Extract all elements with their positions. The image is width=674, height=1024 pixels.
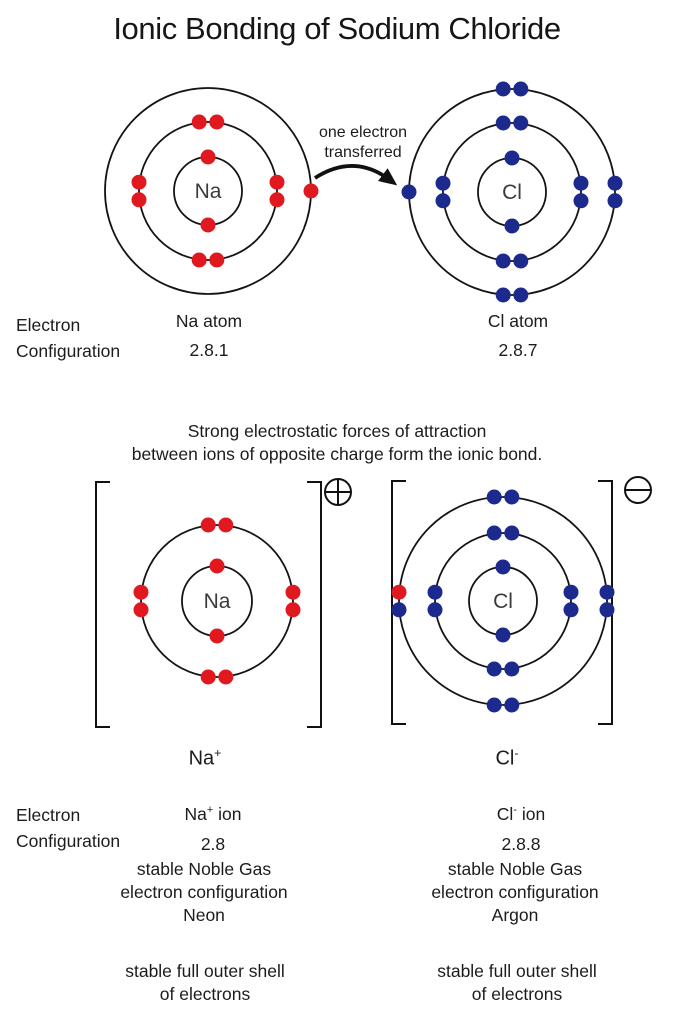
na-ion-caption: Na+ ion xyxy=(184,803,242,824)
na-ion-label-charge: + xyxy=(214,746,222,760)
na-stable-shell-note: stable full outer shell of electrons xyxy=(125,961,285,1004)
minus-charge-icon xyxy=(624,476,652,504)
transfer-note-line1: one electron xyxy=(318,124,408,141)
cl-noble-gas-note: stable Noble Gas electron configuration … xyxy=(431,859,599,925)
transfer-note: one electron transferred xyxy=(293,123,433,163)
cl-atom-diagram: Cl xyxy=(401,81,623,303)
na-noble-gas-note: stable Noble Gas electron configuration … xyxy=(120,859,288,925)
cl-stable-shell-note: stable full outer shell of electrons xyxy=(437,961,597,1004)
config-label-line1: Electron xyxy=(16,805,81,825)
na-ion-label: Na+ xyxy=(105,746,305,771)
svg-text:Na: Na xyxy=(204,590,231,613)
svg-text:Na: Na xyxy=(195,180,222,203)
bond-description-line1: Strong electrostatic forces of attractio… xyxy=(187,421,487,441)
na-ion-config: 2.8 xyxy=(200,834,226,854)
cl-ion-bracket-left xyxy=(391,480,406,725)
cl-atom-caption: Cl atom xyxy=(487,311,549,331)
na-ion-label-symbol: Na xyxy=(188,747,215,770)
config-label-line2: Configuration xyxy=(16,831,121,851)
na-atom-diagram: Na xyxy=(104,87,319,295)
cl-ion-label-charge: - xyxy=(514,746,519,760)
config-label-line2: Configuration xyxy=(16,341,121,361)
electron-config-label-top: Electron Configuration xyxy=(16,312,166,364)
na-atom-config: 2.8.1 xyxy=(189,340,229,360)
svg-text:Cl: Cl xyxy=(502,181,522,204)
cl-ion-label: Cl- xyxy=(407,746,607,771)
cl-ion-diagram: Cl xyxy=(391,489,615,713)
bond-description-line2: between ions of opposite charge form the… xyxy=(131,444,543,464)
na-ion-diagram: Na xyxy=(133,517,301,685)
na-ion-bracket-left xyxy=(95,481,110,728)
cl-ion-label-symbol: Cl xyxy=(495,747,515,770)
plus-charge-icon xyxy=(324,478,352,506)
bond-description: Strong electrostatic forces of attractio… xyxy=(0,420,674,466)
transfer-note-line2: transferred xyxy=(324,144,402,161)
svg-text:Cl: Cl xyxy=(493,590,513,613)
na-atom-caption: Na atom xyxy=(175,311,243,331)
cl-ion-bracket-right xyxy=(598,480,613,725)
electron-config-label-bottom: Electron Configuration xyxy=(16,802,166,854)
na-ion-bracket-right xyxy=(307,481,322,728)
cl-ion-config: 2.8.8 xyxy=(501,834,541,854)
config-label-line1: Electron xyxy=(16,315,81,335)
cl-atom-config: 2.8.7 xyxy=(498,340,538,360)
page-title: Ionic Bonding of Sodium Chloride xyxy=(113,11,561,46)
cl-ion-caption: Cl- ion xyxy=(496,803,546,824)
